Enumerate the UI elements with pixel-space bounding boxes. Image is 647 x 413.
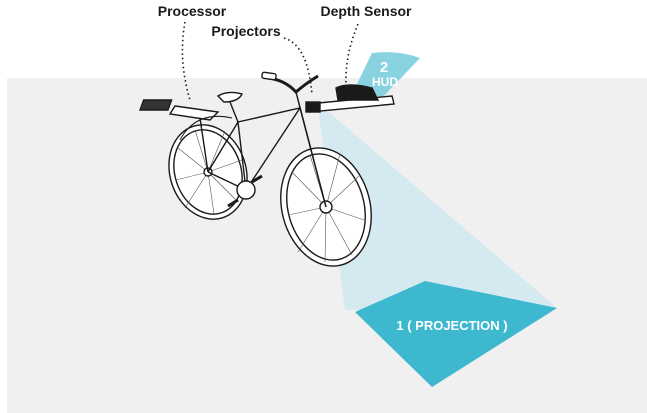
handlebar [267, 74, 319, 95]
processor-label: Processor [158, 3, 227, 19]
depth-sensor-leader [345, 23, 359, 85]
projection-label: 1 ( PROJECTION ) [396, 318, 507, 333]
projection-beam [318, 108, 557, 310]
projection-area [355, 281, 557, 387]
hud-beam [356, 52, 420, 98]
depth-sensor-label: Depth Sensor [320, 3, 412, 19]
rear-rack [168, 105, 220, 121]
depth-sensor-unit [335, 84, 380, 101]
projectors-leader [283, 37, 313, 96]
hud-label: HUD [372, 75, 398, 89]
bicycle [139, 71, 395, 267]
projector-unit [305, 101, 321, 113]
saddle [216, 91, 244, 103]
processor-box [139, 99, 173, 111]
hud-number: 2 [380, 59, 388, 76]
projectors-label: Projectors [211, 23, 280, 39]
